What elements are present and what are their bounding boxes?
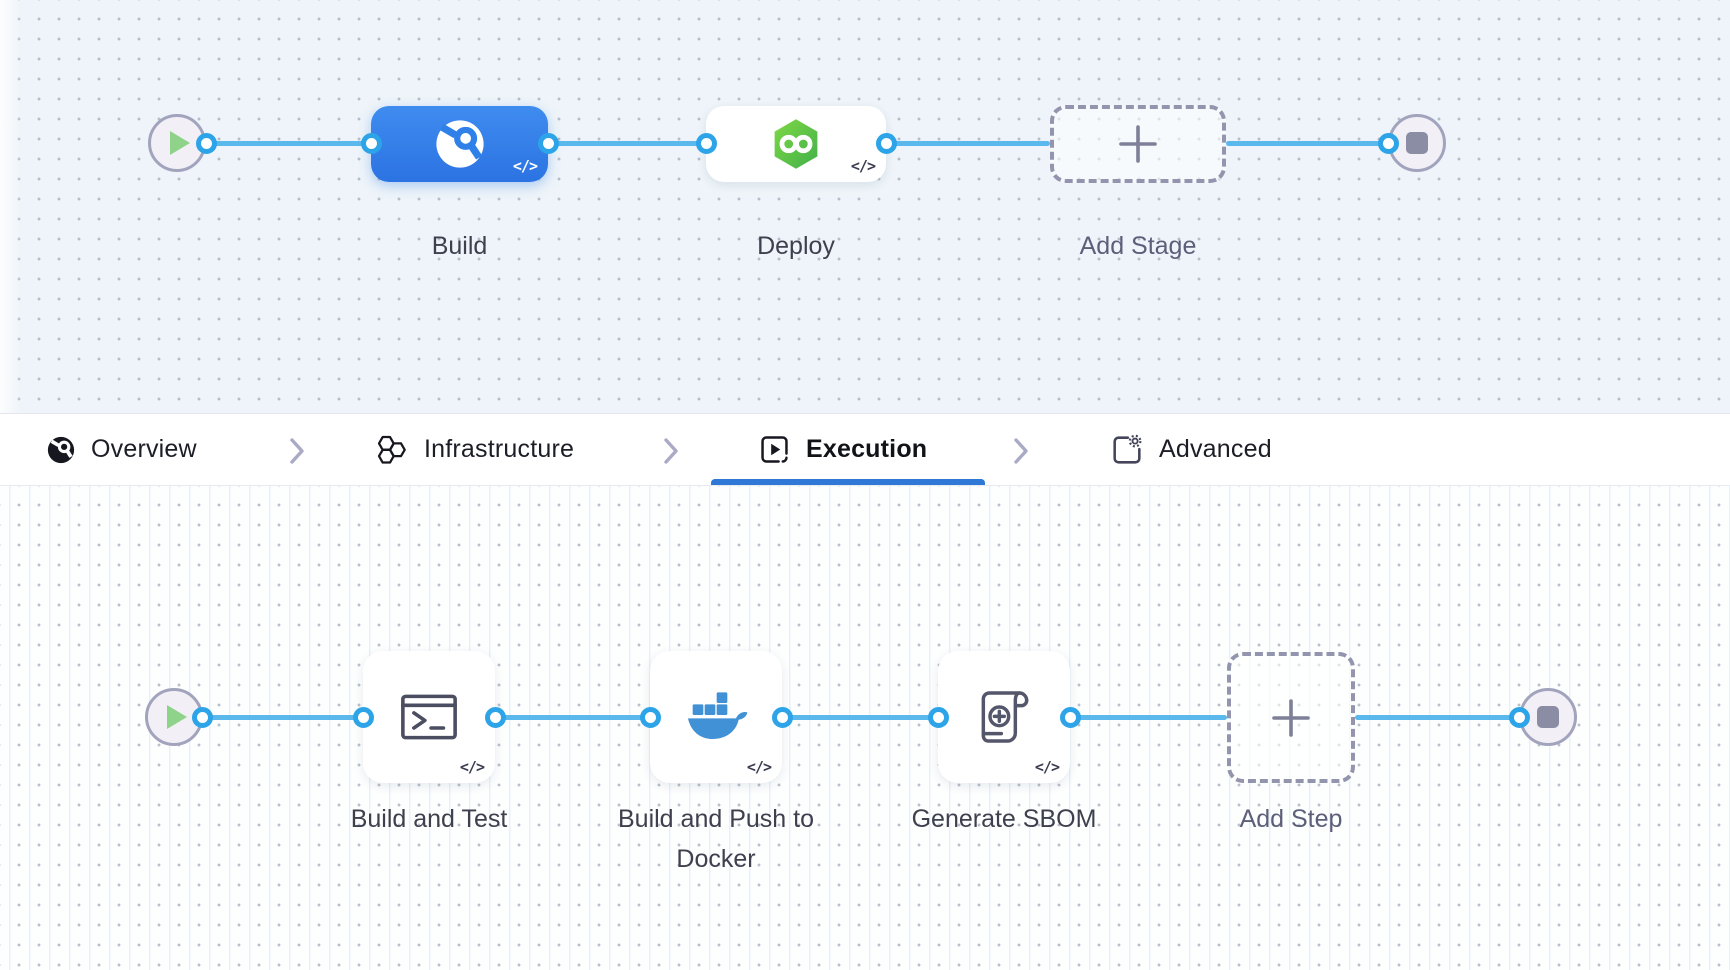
connector-edge — [1355, 714, 1519, 720]
advanced-icon — [1113, 434, 1142, 464]
connector-dot[interactable] — [875, 132, 897, 154]
step-label-add-step: Add Step — [1239, 805, 1343, 833]
step-node-generate-sbom[interactable]: </> — [938, 651, 1070, 783]
connector-dot[interactable] — [639, 706, 661, 728]
connector-dot[interactable] — [1377, 132, 1399, 154]
connector-dot[interactable] — [537, 132, 559, 154]
stage-label-deploy: Deploy — [757, 232, 835, 260]
connector-dot[interactable] — [352, 706, 374, 728]
tab-execution[interactable]: Execution — [758, 414, 927, 485]
tab-label: Execution — [806, 435, 928, 463]
connector-dot[interactable] — [695, 132, 717, 154]
tab-overview[interactable]: Overview — [46, 414, 197, 485]
connector-dot[interactable] — [771, 706, 793, 728]
code-glyph[interactable]: </> — [850, 157, 876, 175]
connector-edge — [1070, 714, 1227, 720]
connector-edge — [495, 714, 650, 720]
tab-label: Overview — [91, 435, 197, 463]
connector-dot[interactable] — [1059, 706, 1081, 728]
step-node-build-and-push-to-docker[interactable]: </> — [650, 651, 782, 783]
connector-edge — [190, 140, 371, 146]
code-glyph[interactable]: </> — [1034, 758, 1060, 776]
docker-whale-icon — [688, 692, 748, 739]
connector-edge — [202, 714, 363, 720]
tab-label: Advanced — [1159, 435, 1272, 463]
tab-infrastructure[interactable]: Infrastructure — [375, 414, 574, 485]
sbom-scroll-icon — [981, 691, 1029, 743]
connector-dot[interactable] — [1508, 706, 1530, 728]
overview-icon — [47, 436, 75, 463]
stage-label-add-stage: Add Stage — [1079, 232, 1197, 260]
code-glyph[interactable]: </> — [459, 758, 485, 776]
execution-step-canvas[interactable]: </> </> — [0, 486, 1730, 970]
code-glyph[interactable]: </> — [512, 157, 538, 175]
stop-icon — [1406, 132, 1428, 154]
connector-dot[interactable] — [484, 706, 506, 728]
config-tab-bar: Overview Infrastructure — [0, 413, 1730, 486]
plus-icon — [1272, 698, 1310, 737]
tab-advanced[interactable]: Advanced — [1110, 414, 1272, 485]
connector-edge — [548, 140, 706, 146]
play-icon — [169, 131, 190, 155]
active-tab-underline — [711, 479, 985, 485]
add-step-button[interactable] — [1227, 652, 1355, 783]
ci-stage-icon — [435, 120, 484, 168]
chevron-right-icon — [290, 438, 304, 464]
connector-dot[interactable] — [191, 706, 213, 728]
connector-dot[interactable] — [927, 706, 949, 728]
execution-icon — [761, 436, 788, 463]
step-label-build-and-test: Build and Test — [350, 805, 508, 833]
step-node-build-and-test[interactable]: </> — [363, 651, 495, 783]
chevron-right-icon — [1014, 438, 1028, 464]
stage-label-build: Build — [431, 232, 488, 260]
step-label-build-and-push-to-docker: Build and Push to Docker — [618, 805, 814, 873]
connector-dot[interactable] — [360, 132, 382, 154]
connector-edge — [886, 140, 1050, 146]
terminal-icon — [401, 694, 457, 740]
code-glyph[interactable]: </> — [746, 758, 772, 776]
stop-icon — [1537, 706, 1559, 728]
step-label-generate-sbom: Generate SBOM — [911, 805, 1097, 833]
connector-dot[interactable] — [195, 132, 217, 154]
infrastructure-icon — [377, 435, 406, 464]
play-icon — [166, 705, 187, 729]
connector-edge — [1226, 140, 1388, 146]
steps-end-node — [1519, 688, 1577, 746]
add-stage-button[interactable] — [1050, 105, 1226, 183]
stage-canvas[interactable]: </> </> — [0, 0, 1730, 413]
tab-label: Infrastructure — [424, 435, 575, 463]
cd-stage-icon — [774, 119, 818, 169]
stage-node-build[interactable]: </> — [371, 106, 548, 182]
plus-icon — [1119, 125, 1157, 163]
stage-node-deploy[interactable]: </> — [706, 106, 886, 182]
connector-edge — [782, 714, 938, 720]
chevron-right-icon — [664, 438, 678, 464]
